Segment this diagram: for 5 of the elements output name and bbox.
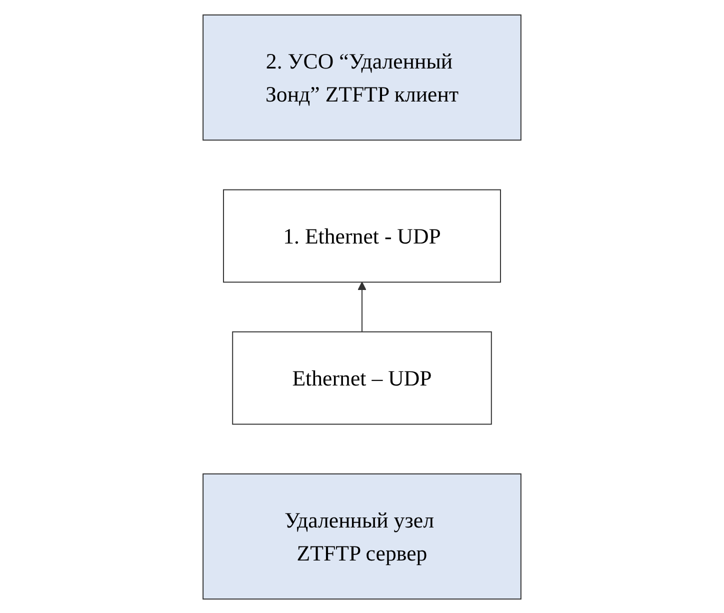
node-box: Удаленный узел ZTFTP сервер xyxy=(202,472,522,600)
arrow xyxy=(358,281,366,332)
node-box: Ethernet – UDP xyxy=(232,330,492,424)
node-box: 2. УСО “Удаленный Зонд” ZTFTP клиент xyxy=(202,14,522,140)
node-box: 1. Ethernet - UDP xyxy=(223,188,501,282)
